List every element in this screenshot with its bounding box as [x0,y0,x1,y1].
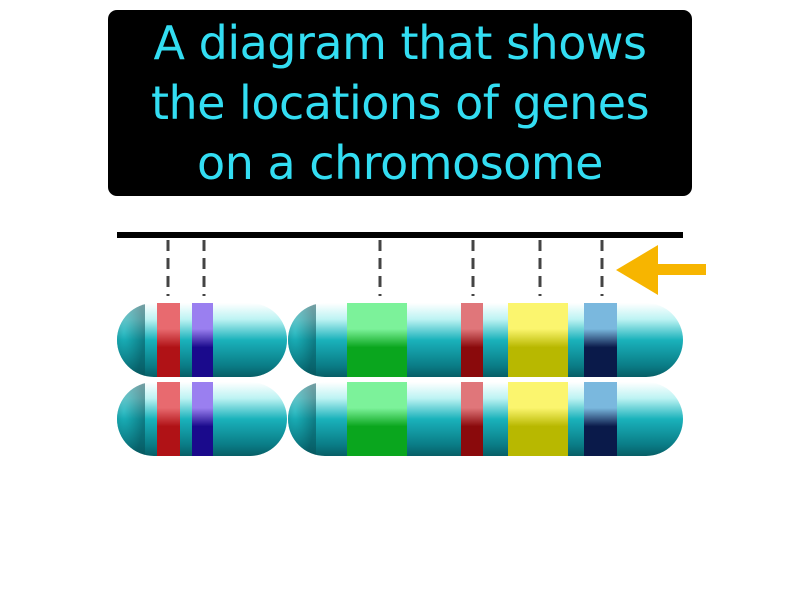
gene-band-yellow-gene [508,303,568,377]
gene-band-green-gene [347,303,407,377]
gene-band-blue-gene [584,382,617,456]
gene-band-green-gene [347,382,407,456]
chromatid-bottom [117,382,683,456]
gene-band-red-gene-2 [461,382,483,456]
definition-text: A diagram that shows the locations of ge… [150,16,650,190]
gene-band-red-gene-1 [157,303,180,377]
definition-caption-box: A diagram that shows the locations of ge… [108,10,692,196]
gene-location-markers [166,240,604,296]
left-arrow-icon [616,245,706,295]
gene-band-purple-gene [192,382,213,456]
gene-band-purple-gene [192,303,213,377]
gene-band-red-gene-1 [157,382,180,456]
gene-band-blue-gene [584,303,617,377]
gene-band-red-gene-2 [461,303,483,377]
gene-band-yellow-gene [508,382,568,456]
chromatid-top [117,303,683,377]
